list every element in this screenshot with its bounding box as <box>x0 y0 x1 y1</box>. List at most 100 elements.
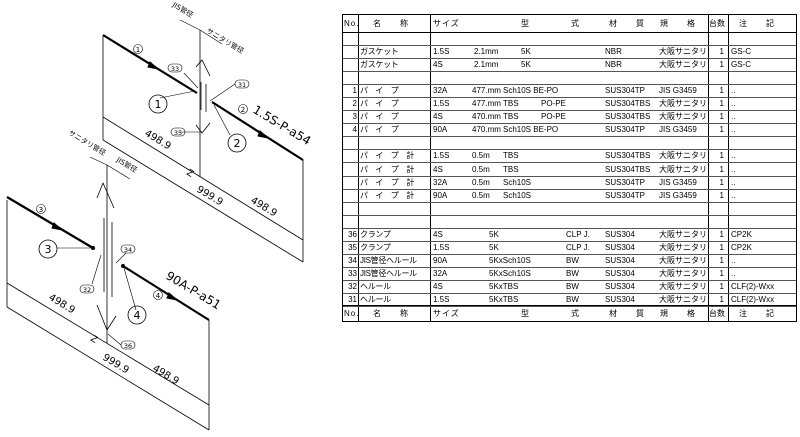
cell-s1: 5KxTBS <box>489 295 519 304</box>
footer-note: 注 記 <box>739 309 775 318</box>
cell-qty: 1 <box>719 47 724 57</box>
cell-name: JIS管径ヘルール <box>360 255 417 265</box>
joint-label: 2 <box>234 137 241 150</box>
cell-material: SUS304TBS <box>605 112 651 122</box>
cell-name: クランプ <box>360 229 391 239</box>
cell-no: 34 <box>348 255 357 265</box>
cell-size: 1.5S <box>433 99 450 109</box>
cell-standard: 大阪サニタリ <box>659 295 707 304</box>
cell-name: ガスケット <box>360 60 399 70</box>
cell-s2: Sch10S BE-PO <box>503 86 559 96</box>
cell-size: 1.5S <box>433 151 450 161</box>
part-tag-34 <box>120 244 136 254</box>
cell-qty: 1 <box>719 229 724 239</box>
cell-s2: BW <box>566 281 579 291</box>
dimension-label: 498.9 <box>142 128 172 152</box>
sanitary-label: サニタリ管径 <box>205 26 246 55</box>
header-qty: 台数 <box>709 19 725 28</box>
cell-size: 4S <box>433 229 443 239</box>
cell-qty: 1 <box>719 151 724 161</box>
cell-note: CLF(2)-Wxx <box>731 295 775 304</box>
joint-label: 1 <box>155 98 162 111</box>
pipe-2-line <box>211 101 304 161</box>
line-code-label: 1.5S-P-a54 <box>250 103 313 148</box>
cell-qty: 1 <box>719 112 724 122</box>
cell-no: 2 <box>352 99 357 109</box>
cell-s1: 2.1mm <box>474 60 499 70</box>
part-number: 35 <box>174 129 182 137</box>
cell-s1: 0.5m <box>472 190 490 200</box>
dimension-label: 498.9 <box>46 292 76 316</box>
column-divider <box>728 15 729 321</box>
table-row-blank <box>343 137 796 151</box>
cell-s3: PO-PE <box>541 112 566 122</box>
pipe-number: 4 <box>156 292 161 300</box>
direction-chevron <box>96 181 115 209</box>
cell-no: 32 <box>348 281 357 291</box>
cell-name: ヘルール <box>360 281 391 291</box>
sanitary-label: サニタリ管径 <box>67 128 108 157</box>
cell-material: SUS304TBS <box>605 99 651 109</box>
cell-s1: 477.mm <box>472 86 501 96</box>
cell-name: ガスケット <box>360 47 399 57</box>
cell-name: パ イ プ 計 <box>360 177 414 187</box>
cell-name: パ イ プ 計 <box>360 151 414 161</box>
cell-material: SUS304 <box>605 242 635 252</box>
cell-no: 1 <box>352 86 357 96</box>
cell-s2: TBS <box>503 99 519 109</box>
part-tag-36 <box>120 340 136 350</box>
cell-s1: 5KxSch10S <box>489 255 531 265</box>
cell-note: CP2K <box>731 242 752 252</box>
cell-size: 90A <box>433 190 448 200</box>
cell-material: SUS304 <box>605 255 635 265</box>
cell-s1: 470.mm <box>472 112 501 122</box>
cell-s3: PO-PE <box>541 99 566 109</box>
part-number: 31 <box>238 81 246 89</box>
cell-note: .. <box>731 99 736 109</box>
cell-material: SUS304TP <box>605 125 646 135</box>
cell-material: SUS304TBS <box>605 151 651 161</box>
table-row-blank <box>343 203 796 216</box>
cell-note: CP2K <box>731 229 752 239</box>
cell-no: 3 <box>352 112 357 122</box>
cell-standard: JIS G3459 <box>659 125 697 135</box>
cell-s2: CLP J. <box>566 242 590 252</box>
pipe-4-line <box>122 265 210 321</box>
cell-s1: 5K <box>489 242 499 252</box>
pipe-callout-2 <box>238 104 248 114</box>
cell-name: パ イ プ <box>360 125 399 135</box>
footer-form: 式 <box>571 309 580 318</box>
column-divider <box>430 15 431 321</box>
part-tag-31 <box>234 79 250 89</box>
cell-standard: 大阪サニタリ <box>659 151 707 161</box>
cell-note: .. <box>731 190 736 200</box>
jis-label: JIS管径 <box>170 0 195 19</box>
cell-no: 36 <box>348 229 357 239</box>
cell-note: .. <box>731 86 736 96</box>
cell-material: SUS304 <box>605 229 635 239</box>
cell-material: SUS304 <box>605 268 635 278</box>
direction-chevron <box>96 304 117 331</box>
cell-s2: Sch10S <box>503 190 532 200</box>
column-divider <box>358 15 359 321</box>
cell-s1: 5KxSch10S <box>489 268 531 278</box>
pipe-callout-1 <box>133 44 143 54</box>
table-row-blank <box>343 216 796 229</box>
footer-name: 名 称 <box>373 309 409 318</box>
cell-no: 35 <box>348 242 357 252</box>
joint-callout-2 <box>227 133 247 153</box>
joint-label: 3 <box>45 243 52 256</box>
cell-qty: 1 <box>719 99 724 109</box>
footer-standard: 規 格 <box>660 309 696 318</box>
header-size: サイズ <box>433 19 460 28</box>
flow-arrow-icon <box>166 292 179 301</box>
cell-size: 4S <box>433 164 443 174</box>
